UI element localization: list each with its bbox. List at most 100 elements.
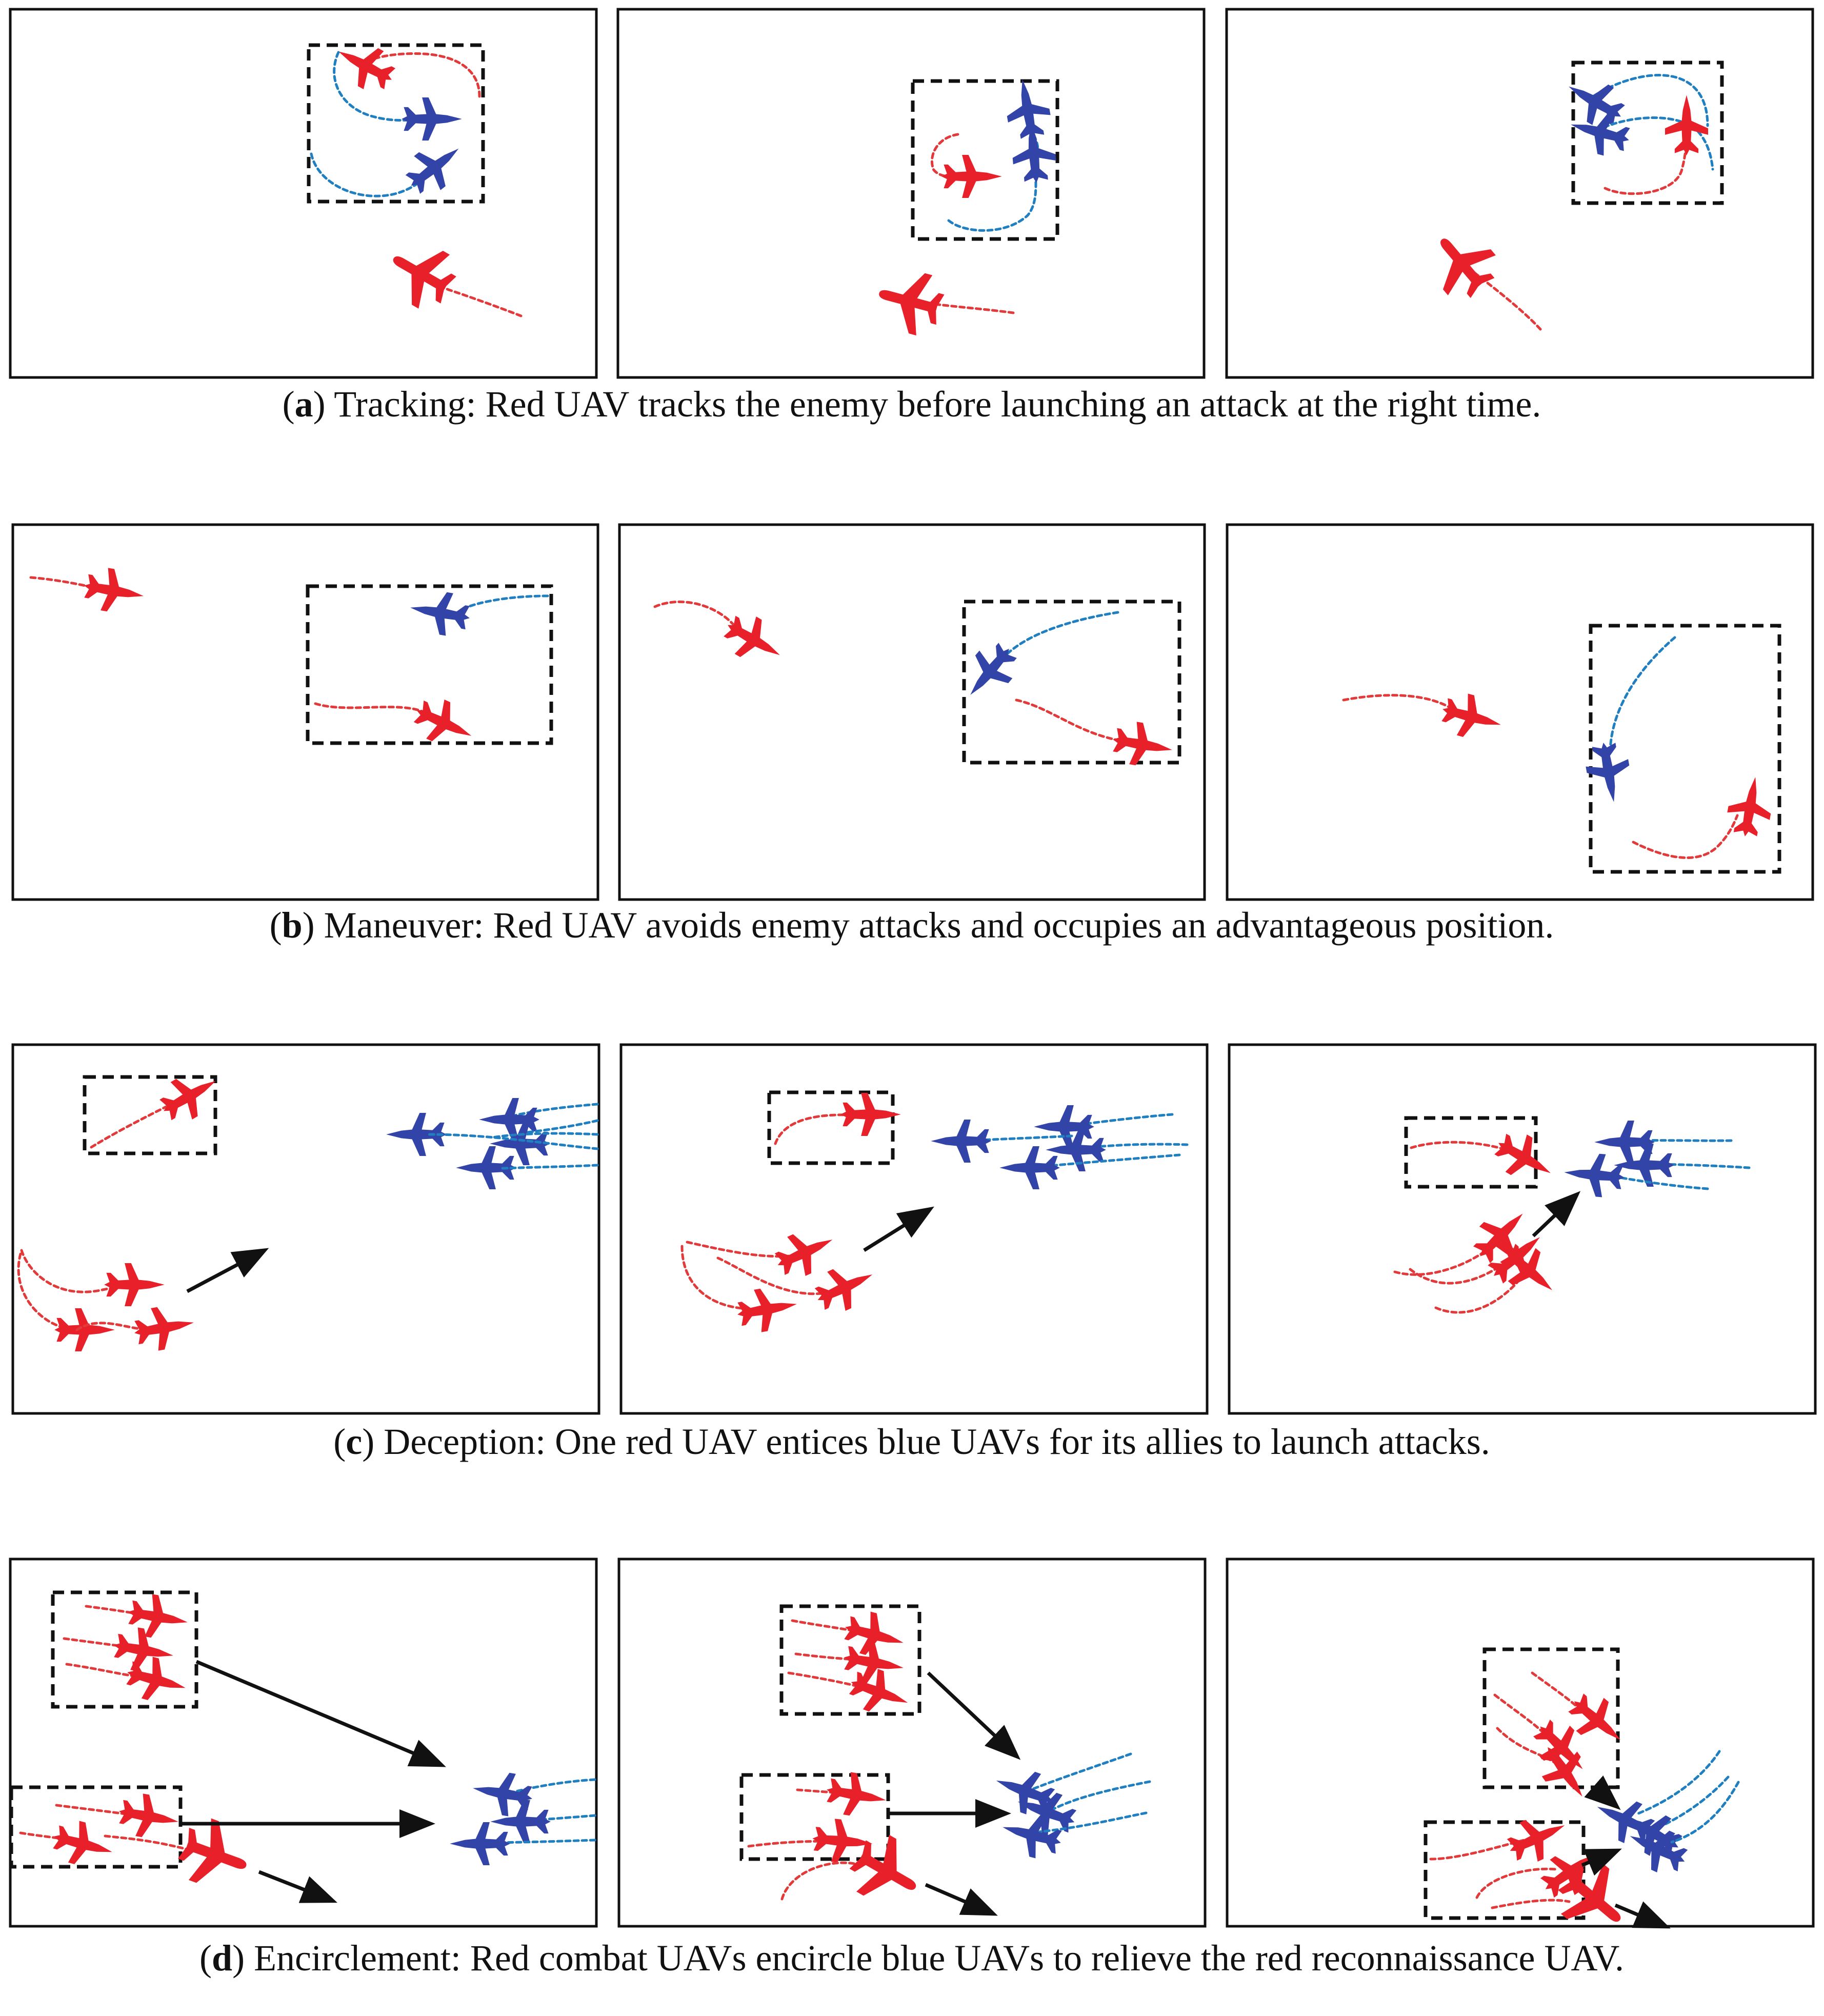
flight-trail (17, 1252, 78, 1331)
fighter-jet-icon (402, 97, 462, 141)
flight-trail (1052, 1780, 1151, 1810)
caption-c: (c) Deception: One red UAV entices blue … (333, 1421, 1490, 1462)
frame-a2 (616, 8, 1206, 379)
fighter-jet-icon (808, 1255, 882, 1320)
frame-d2 (617, 1558, 1207, 1928)
group-box (1404, 1116, 1538, 1189)
frame-b2 (618, 523, 1206, 901)
movement-arrow (1581, 1848, 1622, 1876)
caption-d: (d) Encirclement: Red combat UAVs encirc… (199, 1938, 1624, 1979)
frame-d3 (1226, 1558, 1815, 1928)
fighter-jet-icon (48, 1815, 118, 1873)
movement-arrow (927, 1671, 1021, 1760)
caption-text: Deception: One red UAV entices blue UAVs… (374, 1421, 1490, 1462)
fighter-jet-icon (999, 1146, 1060, 1189)
caption-text: Maneuver: Red UAV avoids enemy attacks a… (315, 905, 1554, 946)
fighter-jet-icon (1665, 95, 1708, 155)
movement-arrow (1614, 1901, 1671, 1929)
group-box (51, 1590, 198, 1709)
group-box (779, 1604, 921, 1716)
group-box (1589, 624, 1781, 874)
group-box (83, 1075, 217, 1155)
flight-trail (1475, 1867, 1558, 1899)
flight-trail (427, 1133, 599, 1150)
group-box (739, 1773, 890, 1861)
fighter-jet-icon (1500, 1806, 1574, 1870)
fighter-jet-icon (840, 1636, 908, 1689)
caption-letter: b (282, 905, 303, 946)
movement-arrow (186, 1248, 269, 1293)
flight-trail (1634, 1750, 1721, 1816)
frame-b3 (1226, 523, 1814, 901)
fighter-jet-icon (110, 1624, 177, 1677)
flight-trail (929, 302, 1015, 314)
flight-trail (314, 702, 427, 714)
fighter-jet-icon (1560, 1685, 1635, 1756)
frame-c3 (1228, 1043, 1817, 1415)
fighter-jet-icon (54, 1308, 115, 1351)
fighter-jet-icon (1034, 1105, 1094, 1148)
flight-trail (501, 1164, 599, 1170)
frame-c1 (11, 1043, 600, 1415)
fighter-jet-icon (1488, 1124, 1561, 1192)
caption-text: Encirclement: Red combat UAVs encircle b… (245, 1938, 1624, 1979)
flight-trail (333, 51, 418, 122)
frame-b1 (11, 523, 599, 901)
caption-letter: a (295, 384, 313, 425)
flight-trail (526, 1814, 596, 1823)
fighter-jet-icon (717, 606, 791, 674)
fighter-jet-icon (1465, 1198, 1538, 1272)
flight-trail (780, 1861, 863, 1901)
caption-a: (a) Tracking: Red UAV tracks the enemy b… (283, 384, 1541, 425)
frame-a1 (9, 8, 598, 379)
flight-trail (1037, 1153, 1181, 1168)
group-box (911, 79, 1059, 241)
fighter-jet-icon (122, 1651, 191, 1709)
flight-trail (491, 1132, 599, 1139)
flight-trail (1032, 1811, 1148, 1834)
flight-trail (517, 1119, 599, 1135)
flight-trail (1491, 1899, 1571, 1909)
flight-trail (1434, 1270, 1527, 1314)
flight-trail (65, 1663, 146, 1679)
fighter-jet-icon (130, 1301, 198, 1354)
caption-b: (b) Maneuver: Red UAV avoids enemy attac… (270, 905, 1554, 946)
fighter-jet-icon (1437, 688, 1507, 746)
group-box (1571, 61, 1724, 205)
flight-trail (1342, 694, 1458, 713)
flight-trail (680, 1245, 760, 1310)
fighter-jet-icon (104, 1263, 165, 1306)
airliner-icon (378, 231, 465, 317)
fighter-jet-icon (1001, 75, 1054, 143)
movement-arrow (258, 1870, 338, 1903)
movement-arrow (195, 1660, 446, 1767)
flight-trail (507, 1778, 596, 1794)
fighter-jet-icon (1558, 68, 1632, 135)
fighter-jet-icon (407, 691, 481, 755)
flight-trail (1029, 1752, 1132, 1791)
group-box (307, 43, 485, 204)
group-box (306, 584, 553, 745)
flight-trail (998, 611, 1119, 663)
fighter-jet-icon (124, 1590, 192, 1644)
flight-trail (1015, 698, 1125, 743)
fighter-jet-icon (941, 155, 1002, 198)
airliner-icon (1418, 219, 1507, 308)
frame-d1 (9, 1558, 598, 1928)
fighter-jet-icon (450, 1822, 510, 1865)
movement-arrow (863, 1206, 934, 1252)
caption-text: Tracking: Red UAV tracks the enemy befor… (326, 384, 1541, 425)
group-box (1424, 1820, 1586, 1920)
fighter-jet-icon (80, 564, 148, 617)
fighter-jet-icon (1562, 1151, 1627, 1199)
movement-arrow (1532, 1191, 1581, 1237)
flight-trail (496, 1839, 596, 1844)
frame-c2 (619, 1043, 1209, 1415)
flight-trail (653, 601, 740, 632)
fighter-jet-icon (733, 1283, 801, 1336)
fighter-jet-icon (931, 1120, 991, 1163)
flight-trail (1409, 1257, 1512, 1285)
flight-trail (464, 594, 549, 609)
flight-trail (1632, 814, 1739, 859)
